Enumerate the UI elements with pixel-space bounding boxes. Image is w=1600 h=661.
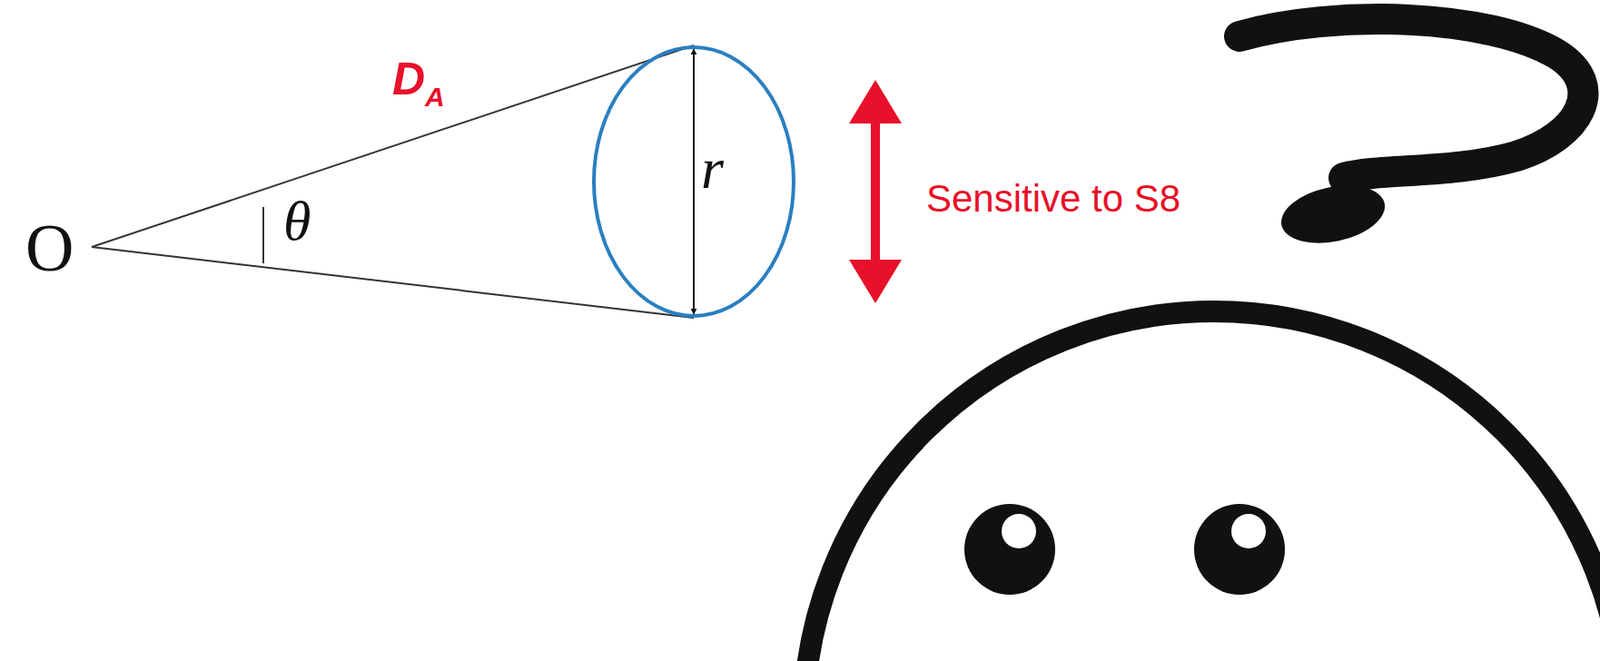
angle-tick xyxy=(262,207,265,264)
sight-line xyxy=(91,45,694,247)
red-double-arrow xyxy=(849,79,902,304)
object-ellipse: r xyxy=(592,45,796,318)
face-eye xyxy=(1194,503,1285,595)
ellipse-outline xyxy=(593,47,794,317)
face-outline xyxy=(803,311,1600,661)
eye-highlight xyxy=(1001,513,1037,549)
observer-label: O xyxy=(25,214,74,282)
angle-symbol: θ xyxy=(283,192,311,249)
face-eye xyxy=(964,503,1056,595)
diameter-arrow xyxy=(692,49,695,315)
distance-subscript: A xyxy=(424,83,445,111)
question-mark xyxy=(1239,19,1583,178)
sensitivity-note: Sensitive to S8 xyxy=(926,179,1181,218)
ellipse-outline xyxy=(592,45,796,318)
diameter-symbol: r xyxy=(701,139,724,198)
eye-highlight xyxy=(1231,513,1266,549)
distance-symbol: D xyxy=(392,56,425,102)
question-mark-dot xyxy=(1275,177,1391,253)
sight-line xyxy=(91,246,694,318)
